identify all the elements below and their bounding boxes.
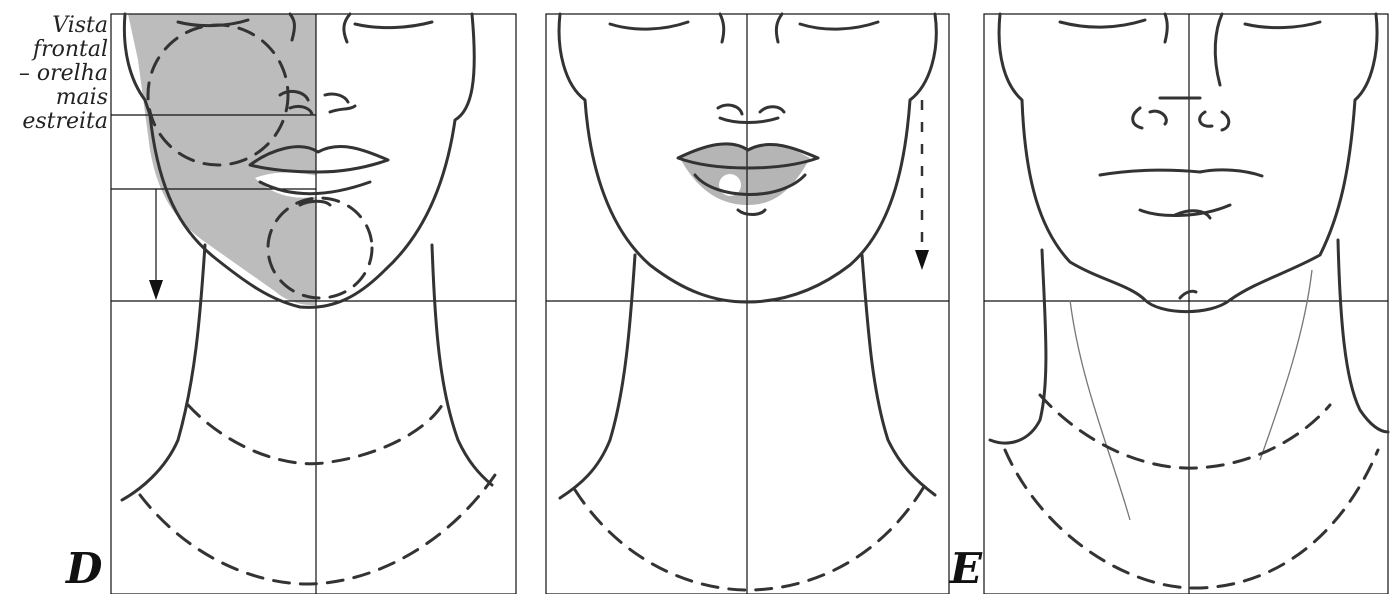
brow-right: [344, 14, 350, 42]
brow-left: [1165, 14, 1167, 42]
neck-right: [862, 255, 935, 495]
chin-mark: [738, 210, 765, 215]
annotation-line: mais: [19, 86, 108, 110]
panel-3: [984, 14, 1388, 594]
annotation-line: – orelha: [19, 62, 108, 86]
right-eye: [800, 22, 878, 29]
collar-lower: [575, 485, 925, 590]
collar-lower: [1005, 450, 1378, 588]
right-eye: [1245, 22, 1320, 28]
annotation-text: Vista frontal – orelha mais estreita: [19, 14, 108, 134]
panel-label-d: D: [66, 544, 102, 593]
neck-muscle-right: [1260, 270, 1312, 460]
right-eye: [355, 22, 432, 28]
brow-right: [776, 14, 782, 42]
panel-2: [546, 14, 949, 594]
neck-right: [1338, 240, 1388, 432]
dotted-arrow-head: [915, 250, 929, 270]
neck-left: [560, 255, 635, 498]
neck-right: [432, 245, 492, 485]
left-eye: [610, 22, 688, 29]
chin-mark: [1180, 291, 1196, 298]
brow-right: [1215, 14, 1222, 85]
left-eye: [1060, 20, 1145, 27]
measure-arrow-head: [149, 280, 163, 300]
neck-left: [122, 245, 205, 500]
neck-muscle-left: [1070, 300, 1130, 520]
brow-left: [720, 14, 724, 42]
annotation-line: frontal: [19, 38, 108, 62]
panel-label-e: E: [950, 544, 982, 593]
lips: [250, 147, 388, 194]
collar-lower: [140, 475, 495, 584]
annotation-line: Vista: [19, 14, 108, 38]
annotation-line: estreita: [19, 110, 108, 134]
nose: [718, 105, 784, 122]
neck-left: [990, 250, 1046, 443]
nose: [1133, 98, 1229, 130]
panel-1: [111, 14, 516, 594]
face-outline: [999, 14, 1377, 312]
collar-upper: [1040, 395, 1330, 468]
lips: [1100, 170, 1262, 218]
